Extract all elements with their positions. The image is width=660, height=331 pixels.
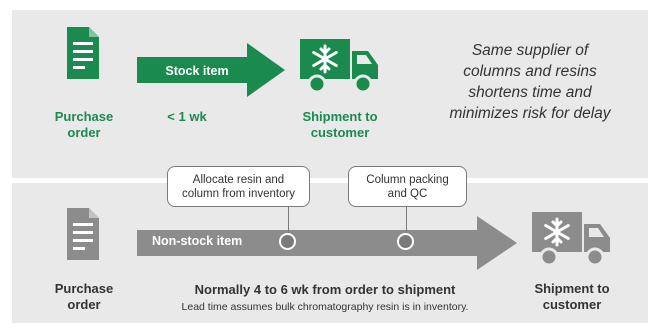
allocate-step-dot (279, 233, 296, 250)
packing-step-dot (397, 233, 414, 250)
stock-shipment-label: Shipment to customer (302, 109, 378, 140)
stock-item-label: Stock item (165, 64, 229, 78)
packing-qc-callout: Column packing and QC (348, 166, 467, 207)
nonstock-lead-time: Normally 4 to 6 wk from order to shipmen… (194, 282, 456, 297)
supplier-note: Same supplier of columns and resins shor… (449, 42, 611, 122)
truck-snowflake-icon (532, 212, 610, 267)
stock-item-arrow (137, 43, 285, 97)
non-stock-item-arrow (137, 216, 517, 270)
allocate-connector (288, 207, 289, 237)
non-stock-item-label: Non-stock item (152, 234, 243, 248)
document-icon (67, 208, 99, 260)
stock-purchase-order-label: Purchase order (54, 109, 114, 140)
allocate-callout: Allocate resin and column from inventory (167, 166, 310, 207)
nonstock-purchase-order-label: Purchase order (54, 281, 114, 312)
truck-snowflake-icon (300, 39, 378, 94)
packing-connector (406, 207, 407, 237)
document-icon (67, 27, 99, 79)
stock-lead-time: < 1 wk (167, 109, 207, 124)
stock-item-panel (12, 10, 648, 178)
nonstock-shipment-label: Shipment to customer (534, 281, 610, 312)
lead-time-footnote: Lead time assumes bulk chromatography re… (181, 301, 469, 313)
